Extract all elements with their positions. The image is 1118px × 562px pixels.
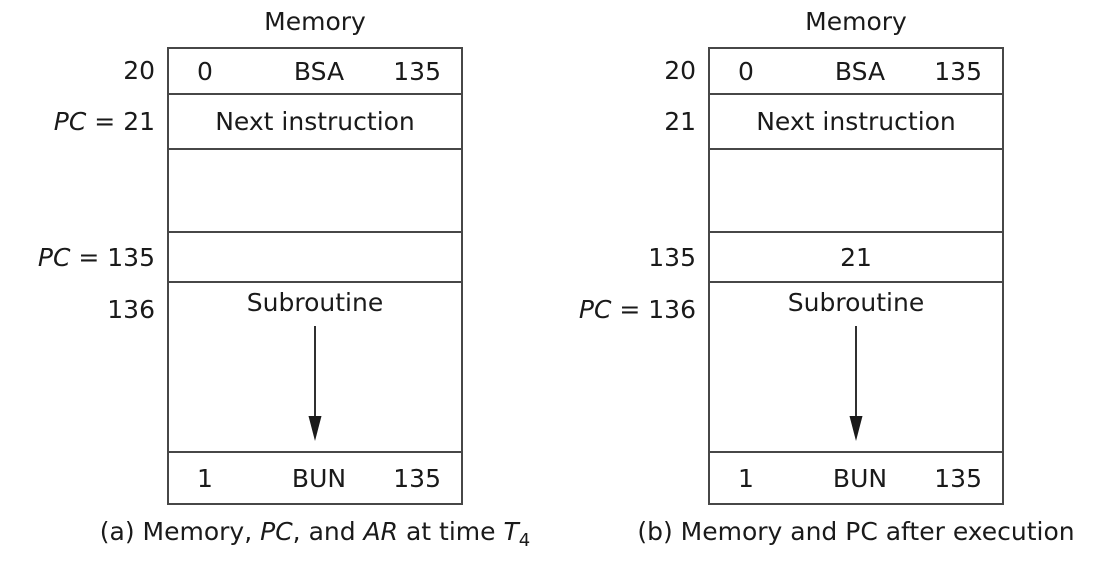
cell-operand: 135 xyxy=(934,56,982,86)
memory-row-subroutine: Subroutine xyxy=(169,283,461,453)
cell-opcode: BUN xyxy=(291,463,347,493)
address-label-pc-135: PC = 135 xyxy=(37,243,155,272)
cell-text: Subroutine xyxy=(787,288,925,317)
address-label-136: 136 xyxy=(107,295,155,324)
cell-operand: 135 xyxy=(934,463,982,493)
memory-row-next-instruction: Next instruction xyxy=(169,95,461,150)
memory-title: Memory xyxy=(805,7,907,36)
address-label-pc-136: PC = 136 xyxy=(578,295,696,324)
memory-title: Memory xyxy=(264,7,366,36)
address-label-20: 20 xyxy=(123,56,155,85)
memory-row-bun: 1 BUN 135 xyxy=(710,453,1002,503)
cell-indirect-bit: 0 xyxy=(738,56,754,86)
down-arrow-icon xyxy=(308,326,322,441)
memory-row-bun: 1 BUN 135 xyxy=(169,453,461,503)
memory-row-bsa: 0 BSA 135 xyxy=(710,49,1002,95)
down-arrow-icon xyxy=(849,326,863,441)
address-label-21: 21 xyxy=(664,107,696,136)
caption-a: (a) Memory, PC, and AR at time T4 xyxy=(99,517,531,551)
memory-row-135: 21 xyxy=(710,233,1002,283)
memory-box: 0 BSA 135 Next instruction 21 Subroutine… xyxy=(708,47,1004,505)
memory-row-bsa: 0 BSA 135 xyxy=(169,49,461,95)
cell-operand: 135 xyxy=(393,56,441,86)
memory-row-next-instruction: Next instruction xyxy=(710,95,1002,150)
memory-row-gap xyxy=(169,150,461,233)
caption-b: (b) Memory and PC after execution xyxy=(637,517,1075,546)
cell-opcode: BUN xyxy=(832,463,888,493)
cell-text: Subroutine xyxy=(246,288,384,317)
cell-opcode: BSA xyxy=(293,56,345,86)
cell-operand: 135 xyxy=(393,463,441,493)
memory-row-gap xyxy=(710,150,1002,233)
cell-indirect-bit: 0 xyxy=(197,56,213,86)
address-label-135: 135 xyxy=(648,243,696,272)
memory-row-135 xyxy=(169,233,461,283)
cell-opcode: BSA xyxy=(834,56,886,86)
memory-row-subroutine: Subroutine xyxy=(710,283,1002,453)
cell-text: 21 xyxy=(840,242,872,272)
cell-text: Next instruction xyxy=(215,107,415,136)
cell-text: Next instruction xyxy=(756,107,956,136)
memory-box: 0 BSA 135 Next instruction Subroutine 1 xyxy=(167,47,463,505)
cell-indirect-bit: 1 xyxy=(738,463,754,493)
address-label-pc-21: PC = 21 xyxy=(53,107,155,136)
cell-indirect-bit: 1 xyxy=(197,463,213,493)
address-label-20: 20 xyxy=(664,56,696,85)
